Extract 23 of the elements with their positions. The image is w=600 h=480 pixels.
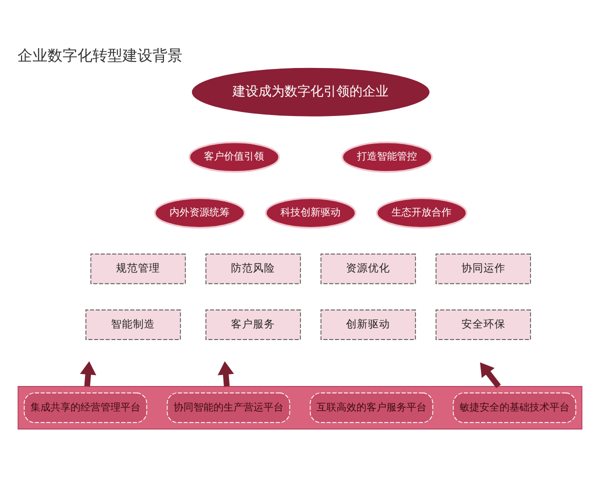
- node-box: 创新驱动: [320, 309, 416, 340]
- node-box: 敏捷安全的基础技术平台: [452, 392, 576, 422]
- node-box: 智能制造: [85, 309, 181, 340]
- arrow: [218, 360, 234, 386]
- node-ellipse: 内外资源统筹: [154, 196, 246, 228]
- arrow: [80, 360, 96, 386]
- arrow: [480, 362, 501, 388]
- node-ellipse: 科技创新驱动: [265, 196, 356, 228]
- node-box: 规范管理: [90, 253, 186, 284]
- node-ellipse: 客户价值引领: [188, 140, 280, 172]
- node-ellipse: 打造智能管控: [341, 140, 433, 172]
- cluster: [18, 385, 582, 430]
- node-box: 协同智能的生产营运平台: [166, 392, 290, 422]
- node-box: 防范风险: [205, 253, 301, 284]
- diagram-title: 企业数字化转型建设背景: [17, 46, 182, 64]
- node-box: 安全环保: [436, 309, 531, 340]
- node-box: 资源优化: [320, 253, 416, 284]
- node-box: 协同运作: [436, 253, 531, 284]
- node-box: 互联高效的客户服务平台: [310, 392, 434, 422]
- node-ellipse: 生态开放合作: [376, 196, 468, 228]
- node-box: 集成共享的经营管理平台: [24, 392, 148, 422]
- node-ellipse: 建设成为数字化引领的企业: [192, 67, 430, 116]
- node-box: 客户服务: [205, 309, 301, 340]
